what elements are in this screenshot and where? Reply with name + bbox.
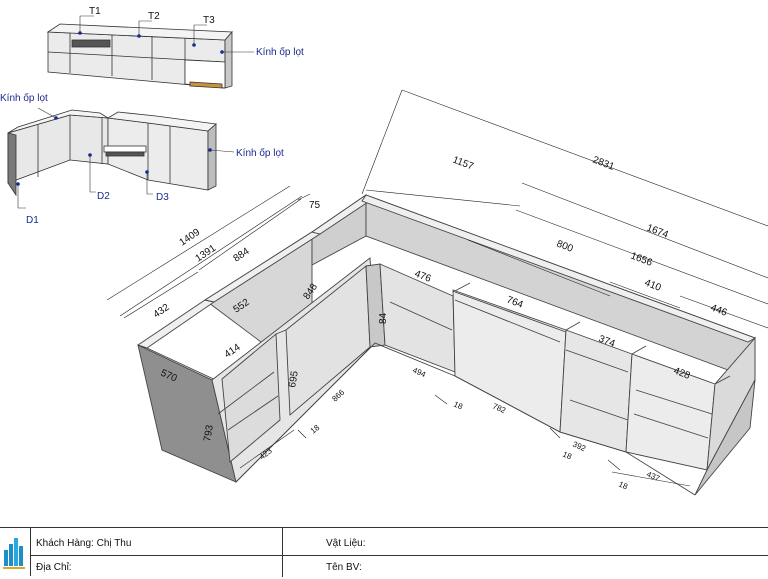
company-logo: [0, 528, 31, 576]
base-cabinet-preview: [7, 109, 217, 197]
label-t3: T3: [203, 15, 215, 26]
dim-18-c: 18: [561, 450, 573, 462]
label-t1: T1: [89, 6, 101, 17]
dim-1656: 1656: [629, 251, 654, 269]
dim-695: 695: [287, 370, 301, 389]
dim-75: 75: [309, 200, 321, 211]
title-block-divider: [282, 528, 283, 577]
dim-84: 84: [378, 312, 389, 324]
drawing-name-label: Tên BV:: [326, 562, 362, 573]
dim-18-a: 18: [309, 423, 322, 436]
dim-494: 494: [411, 366, 427, 380]
customer-label: Khách Hàng: Chị Thu: [36, 538, 132, 549]
title-block-row-2: Địa Chỉ: Tên BV:: [30, 556, 768, 579]
upper-cabinet-preview: [46, 23, 233, 89]
address-label: Địa Chỉ:: [36, 562, 72, 573]
label-d1: D1: [26, 215, 39, 226]
dim-437: 437: [645, 470, 661, 484]
dim-410: 410: [643, 278, 663, 294]
dim-392: 392: [571, 440, 587, 454]
dim-866: 866: [330, 387, 346, 403]
base-leader-lines: [17, 107, 235, 209]
label-d3: D3: [156, 192, 169, 203]
dim-1157: 1157: [451, 155, 475, 173]
dim-1674: 1674: [645, 223, 670, 241]
label-d2: D2: [97, 191, 110, 202]
dim-446: 446: [709, 303, 729, 319]
dim-793: 793: [202, 424, 216, 443]
label-glass-upper: Kính ốp lọt: [256, 46, 304, 58]
label-t2: T2: [148, 11, 160, 22]
title-block-row-1: Khách Hàng: Chị Thu Vật Liệu:: [30, 532, 768, 556]
base-marker-dots: [16, 116, 212, 186]
dim-782: 782: [491, 402, 507, 416]
dim-800: 800: [555, 239, 575, 255]
dim-18-d: 18: [617, 480, 629, 492]
upper-marker-dots: [78, 31, 224, 54]
title-block: Khách Hàng: Chị Thu Vật Liệu: Địa Chỉ: T…: [0, 527, 768, 577]
dim-1409: 1409: [178, 227, 203, 249]
dim-414: 414: [223, 342, 243, 361]
dimension-lines: [106, 89, 768, 487]
main-cabinet: [136, 194, 757, 496]
dim-764: 764: [505, 295, 525, 311]
dim-432: 432: [152, 302, 172, 321]
dim-1391: 1391: [194, 243, 219, 265]
label-glass-right: Kính ốp lọt: [236, 147, 284, 159]
label-glass-left: Kính ốp lọt: [0, 92, 48, 104]
upper-leader-lines: [79, 15, 254, 53]
dim-18-b: 18: [452, 400, 464, 412]
cabinet-drawing: T1 T2 T3 Kính ốp lọt: [0, 6, 768, 496]
dim-884: 884: [232, 246, 252, 265]
material-label: Vật Liệu:: [326, 538, 366, 549]
dim-2831: 2831: [591, 155, 616, 173]
